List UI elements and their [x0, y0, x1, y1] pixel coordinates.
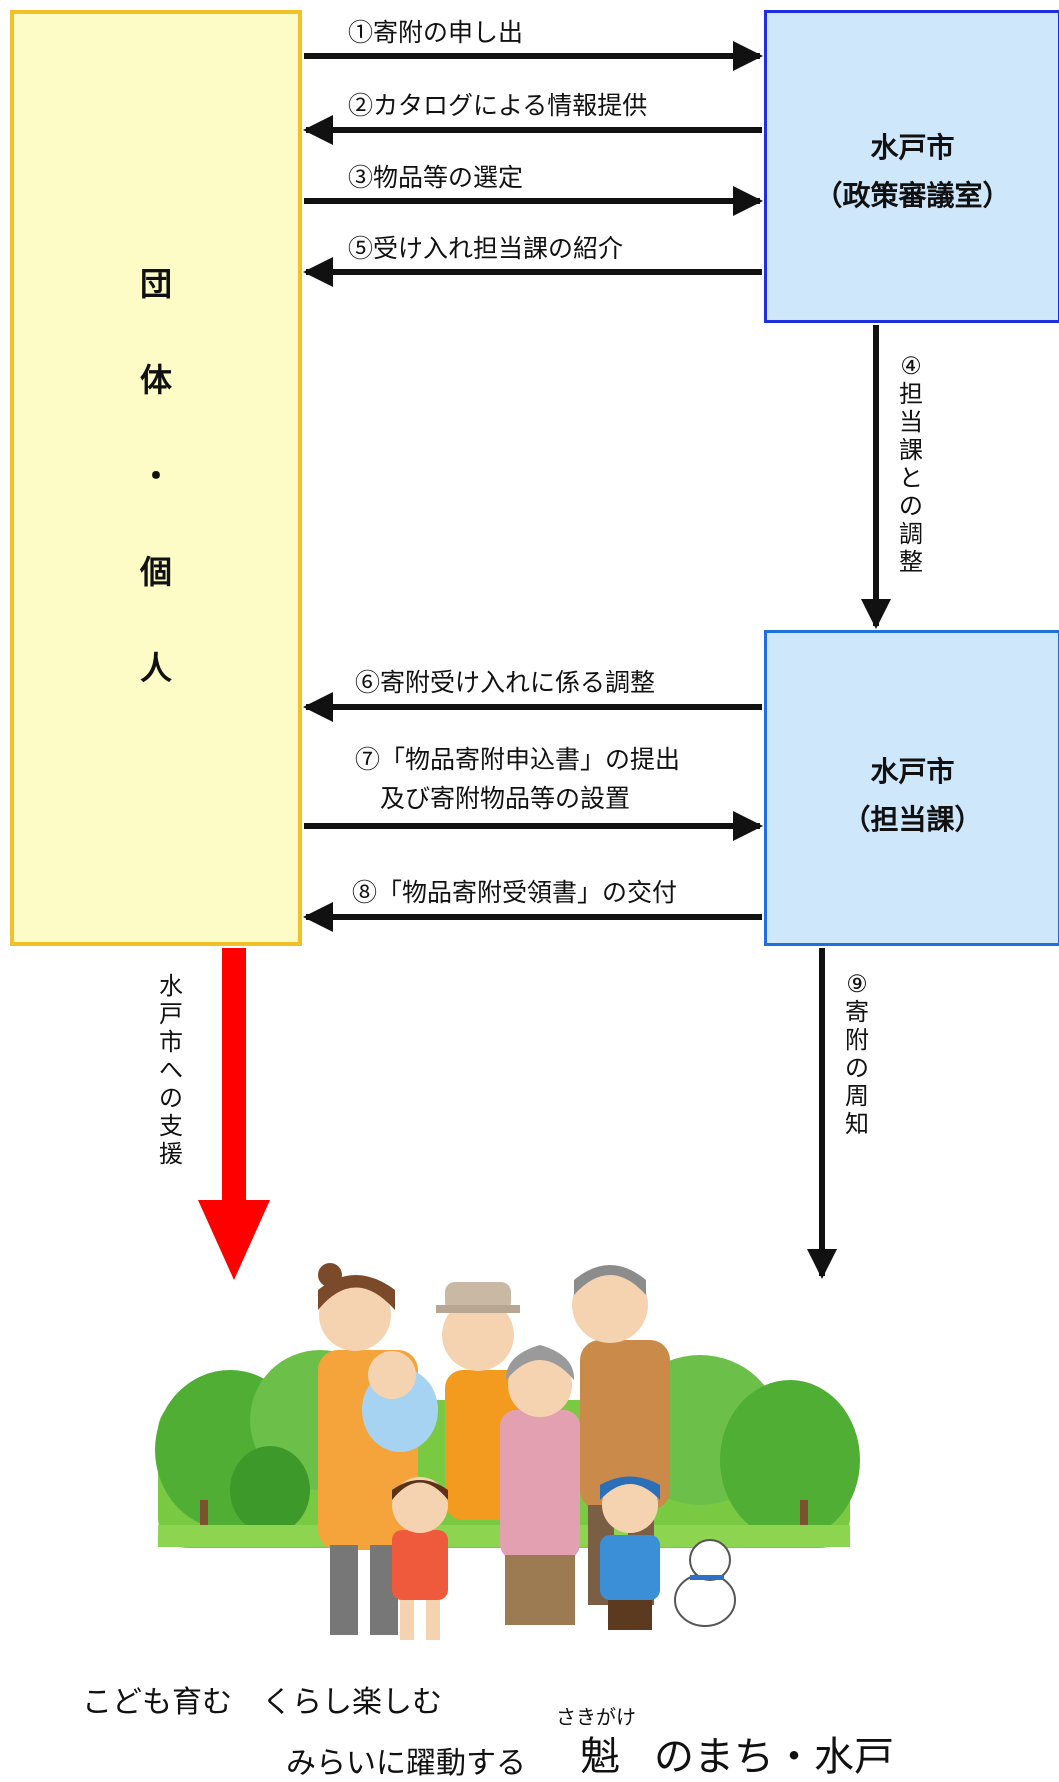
policy-office-dept: （政策審議室） — [814, 179, 1011, 212]
step7-label-line2: 及び寄附物品等の設置 — [380, 784, 631, 813]
dept-office-name: 水戸市 — [870, 755, 955, 788]
step6-label: ⑥寄附受け入れに係る調整 — [355, 668, 656, 697]
support-label: 水戸市への支援 — [159, 972, 183, 1168]
family-illustration — [155, 1263, 860, 1640]
step5-label: ⑤受け入れ担当課の紹介 — [348, 234, 624, 263]
slogan-line1: こども育む くらし楽しむ — [82, 1685, 442, 1720]
support-arrow — [198, 948, 270, 1280]
policy-office-name: 水戸市 — [870, 131, 955, 164]
step8-label: ⑧「物品寄附受領書」の交付 — [352, 878, 678, 907]
step7-label-line1: ⑦「物品寄附申込書」の提出 — [355, 745, 681, 774]
slogan-line2-pre: みらいに躍動する — [286, 1746, 526, 1781]
step2-label: ②カタログによる情報提供 — [348, 91, 648, 120]
dept-office-dept: （担当課） — [842, 803, 983, 836]
slogan-line2-post: のまち・水戸 — [654, 1734, 894, 1780]
slogan-kanji: 魁 — [580, 1734, 620, 1780]
step1-label: ①寄附の申し出 — [348, 18, 524, 47]
dept-office-box: 水戸市 （担当課） — [764, 630, 1059, 946]
slogan-ruby: さきがけ — [556, 1705, 636, 1729]
policy-office-box: 水戸市 （政策審議室） — [764, 10, 1059, 323]
individual-group-box: 団 体 ・ 個 人 — [10, 10, 302, 946]
step3-label: ③物品等の選定 — [348, 163, 524, 192]
individual-group-title: 団 体 ・ 個 人 — [139, 265, 172, 687]
